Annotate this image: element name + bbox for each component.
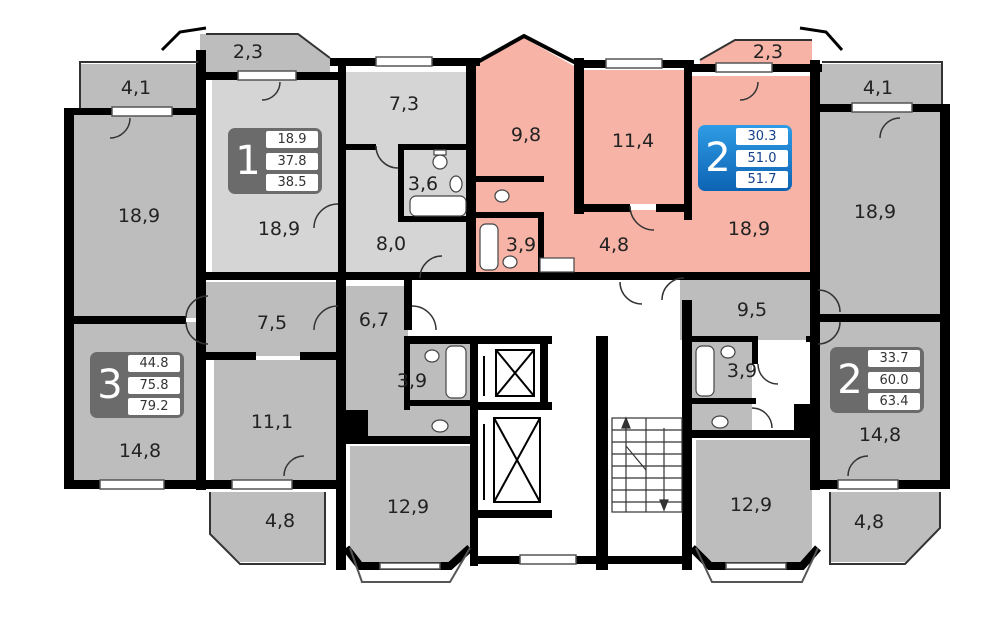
balcony-nw-top	[200, 34, 330, 72]
total-area: 51.0	[736, 149, 788, 167]
wall	[398, 144, 404, 220]
apt2a-room-b-fill	[584, 70, 684, 204]
living-area: 33.7	[868, 350, 920, 367]
wall	[794, 404, 812, 432]
apt2b-hall-fill	[680, 280, 820, 340]
wall	[404, 280, 412, 330]
wall	[400, 144, 466, 150]
wall	[596, 336, 608, 570]
total-area: 37.8	[266, 152, 318, 170]
total-area-with-balcony: 79.2	[128, 398, 180, 415]
apartment-badge-2b: 2 33.7 60.0 63.4	[830, 347, 924, 413]
wall	[398, 216, 466, 222]
apartment-badge-1: 1 18.9 37.8 38.5	[228, 128, 322, 194]
wall	[474, 272, 814, 280]
east-room-fill	[816, 112, 942, 316]
staircase	[611, 416, 683, 513]
wall	[474, 212, 544, 218]
total-area: 75.8	[128, 376, 180, 394]
wall	[752, 336, 758, 364]
wall	[338, 58, 346, 282]
living-area: 18.9	[266, 131, 318, 148]
balcony-sw	[210, 492, 325, 562]
wall	[466, 66, 476, 280]
wall	[404, 336, 410, 410]
fixtures	[409, 149, 736, 433]
apt1-kitchen-fill	[346, 72, 466, 144]
wall	[688, 398, 756, 404]
total-area-with-balcony: 51.7	[736, 171, 788, 188]
elevators	[483, 349, 541, 503]
wall	[682, 300, 692, 570]
windows	[99, 56, 913, 570]
wall	[196, 50, 206, 490]
doors	[109, 81, 901, 477]
total-area-with-balcony: 38.5	[266, 174, 318, 191]
wall	[64, 316, 186, 324]
apartment-badge-3: 3 44.8 75.8 79.2	[90, 352, 184, 418]
wall	[820, 314, 950, 322]
apartment-badge-2a: 2 30.3 51.0 51.7	[698, 125, 792, 191]
wall	[810, 60, 820, 490]
wall	[656, 204, 692, 212]
room-count: 3	[97, 362, 123, 408]
balcony-rails	[79, 26, 943, 583]
balcony-nw	[80, 64, 200, 108]
living-area: 44.8	[128, 355, 180, 372]
west-room-fill	[72, 112, 202, 318]
wall	[806, 336, 820, 342]
wall	[688, 430, 818, 438]
wall	[688, 336, 758, 342]
room-count: 1	[235, 138, 261, 184]
total-area-with-balcony: 63.4	[868, 393, 920, 410]
wall	[538, 212, 544, 272]
wall	[574, 58, 584, 214]
wall	[684, 60, 692, 220]
wall	[346, 144, 376, 150]
wall	[470, 336, 478, 566]
wall	[206, 272, 480, 280]
wall	[300, 352, 342, 360]
apt3-room-b-fill	[214, 360, 336, 484]
wall	[608, 556, 690, 564]
apt3-hall-fill	[206, 282, 342, 356]
wall	[540, 336, 548, 410]
total-area: 60.0	[868, 371, 920, 389]
room-count: 2	[837, 357, 863, 403]
wall	[346, 410, 368, 440]
wall	[474, 176, 544, 182]
wall	[206, 352, 256, 360]
wall	[404, 336, 478, 344]
apt3-kitchen-fill	[350, 446, 470, 562]
balcony-ne	[820, 64, 942, 108]
wall	[478, 402, 552, 410]
wall	[346, 436, 476, 444]
wall	[584, 204, 630, 212]
apt2b-kitchen-fill	[696, 440, 812, 562]
wall	[940, 104, 950, 488]
apt2a-room-a-fill	[474, 38, 578, 210]
living-area: 30.3	[736, 128, 788, 145]
wall	[64, 108, 74, 488]
wall	[478, 336, 552, 344]
wall	[478, 510, 552, 518]
balcony-se	[830, 492, 940, 562]
wall	[404, 400, 474, 406]
room-count: 2	[705, 135, 731, 181]
wall	[336, 280, 346, 570]
